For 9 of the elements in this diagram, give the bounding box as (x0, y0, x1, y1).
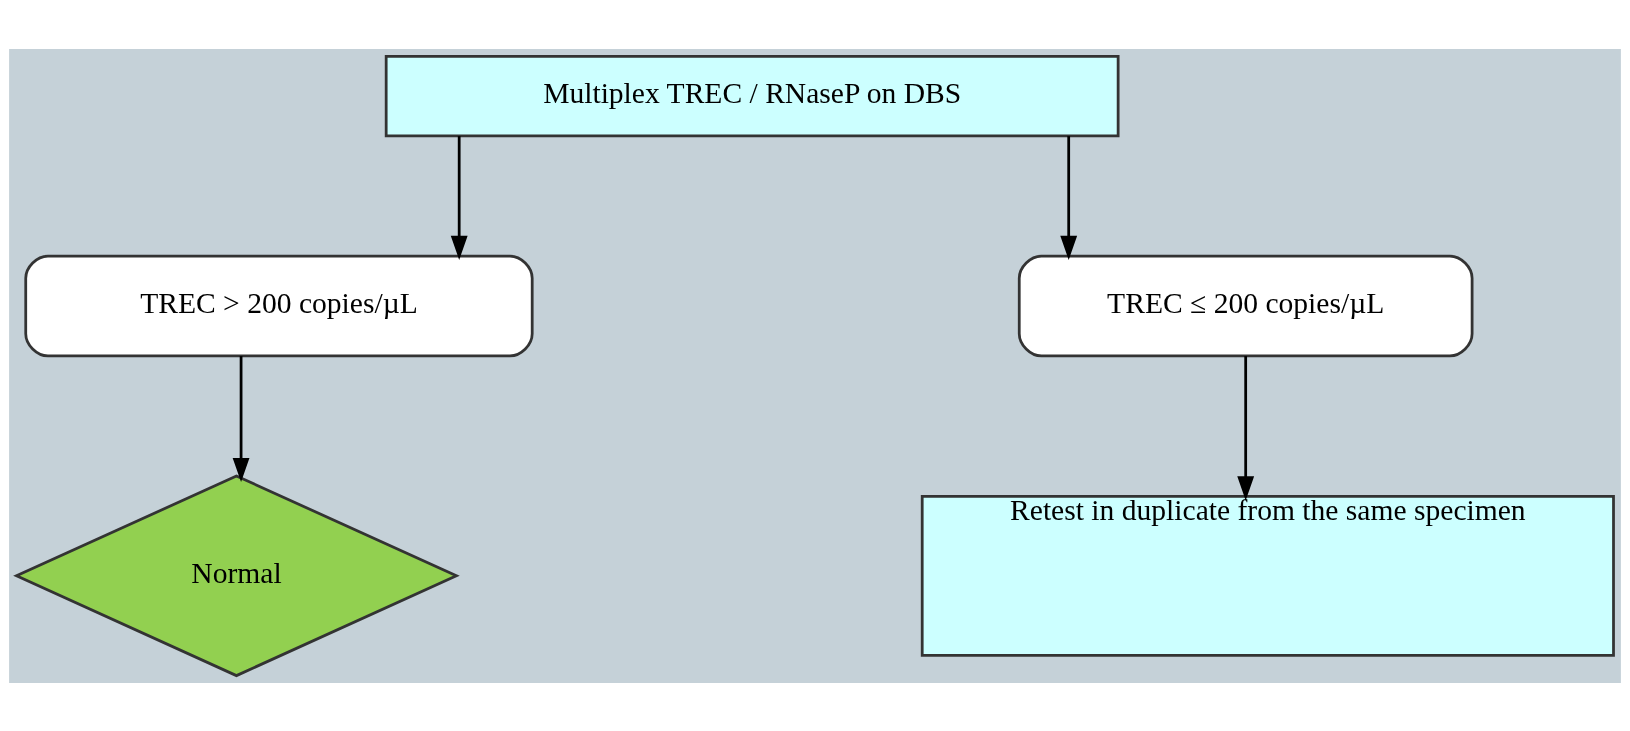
node-box: TREC > 200 copies/µL (24, 254, 534, 357)
arrow (1060, 135, 1078, 260)
node-box: Retest in duplicate from the same specimen (920, 494, 1615, 657)
node-box: TREC ≤ 200 copies/µL (1017, 254, 1474, 357)
arrow (232, 355, 250, 482)
arrow (450, 135, 468, 260)
node-box: Multiplex TREC / RNaseP on DBS (384, 54, 1120, 137)
arrow (1237, 355, 1255, 500)
node-diamond: Normal (13, 473, 460, 677)
